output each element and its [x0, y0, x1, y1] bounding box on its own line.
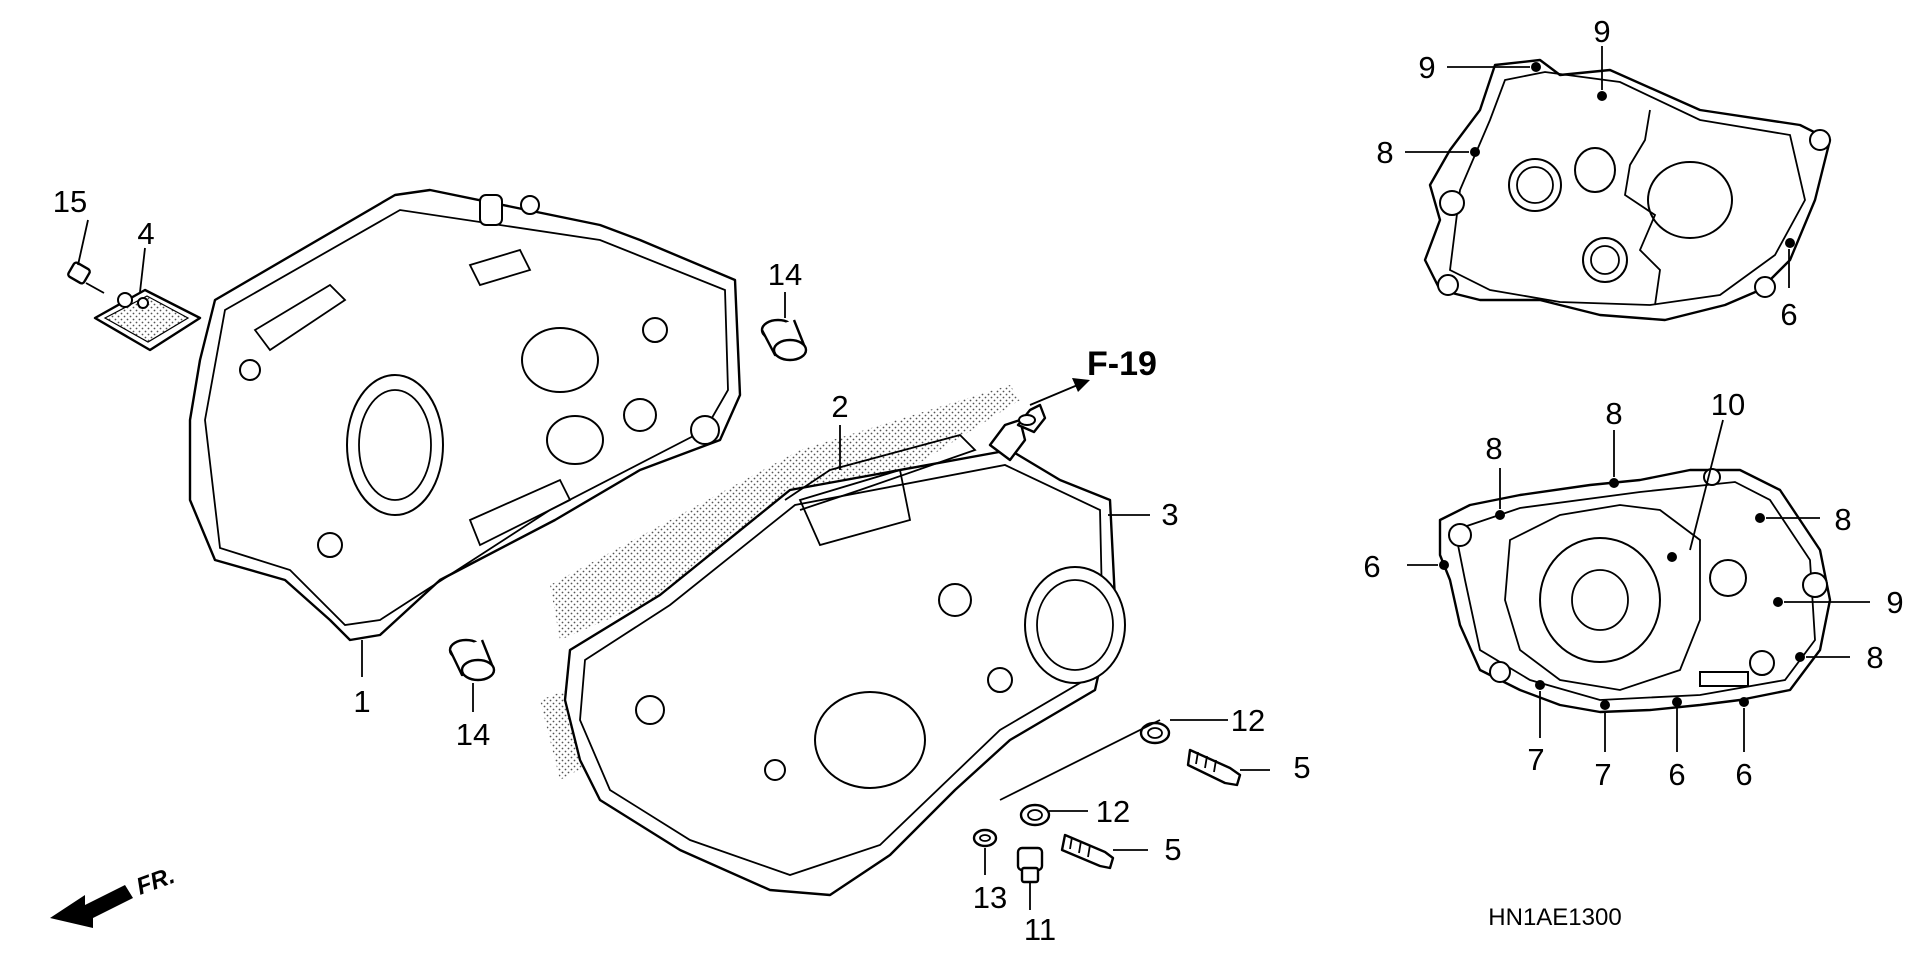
callout-8-c: 8: [1485, 431, 1502, 466]
neutral-switch-upper: [1186, 748, 1242, 787]
front-direction-arrow: [50, 885, 133, 928]
callout-8-a: 8: [1376, 135, 1393, 170]
callout-9-a: 9: [1418, 50, 1435, 85]
reference-arrow: [1029, 378, 1090, 406]
callout-8-e: 8: [1866, 640, 1883, 675]
diagram-code: HN1AE1300: [1488, 904, 1621, 931]
callout-8-b: 8: [1605, 396, 1622, 431]
left-crankcase-half: [188, 188, 742, 642]
leader-lines: [77, 46, 1870, 910]
drain-bolt: [1016, 846, 1044, 884]
reference-label: F-19: [1087, 345, 1157, 383]
callout-9-b: 9: [1593, 14, 1610, 49]
callout-14-lower: 14: [456, 717, 490, 752]
callout-4: 4: [137, 216, 154, 251]
neutral-switch-lower: [1060, 833, 1115, 870]
callout-15: 15: [53, 184, 87, 219]
oil-seal-lower: [1019, 803, 1051, 827]
callout-2: 2: [831, 389, 848, 424]
callout-13: 13: [973, 880, 1007, 915]
flange-bolt: [67, 261, 105, 294]
callout-6-d: 6: [1735, 757, 1752, 792]
callout-7-a: 7: [1527, 742, 1544, 777]
callout-9-c: 9: [1886, 585, 1903, 620]
sealing-washer: [972, 828, 998, 848]
callout-14-upper: 14: [768, 257, 802, 292]
oil-seal-upper: [1139, 721, 1171, 745]
callout-6-c: 6: [1668, 757, 1685, 792]
callout-7-b: 7: [1594, 757, 1611, 792]
callout-11: 11: [1024, 912, 1056, 947]
crankcase-gasket: [784, 433, 977, 511]
callout-6-b: 6: [1363, 549, 1380, 584]
dowel-pin-upper: [760, 318, 808, 362]
callout-12-upper: 12: [1231, 703, 1265, 738]
front-direction-label: FR.: [133, 862, 179, 901]
left-crankcase-inset-view: [1438, 468, 1832, 714]
callout-10: 10: [1711, 387, 1745, 422]
dowel-pin-lower: [448, 638, 496, 682]
callout-5-upper: 5: [1293, 750, 1310, 785]
right-crankcase-half: [540, 385, 1126, 897]
oil-strainer-screen: [93, 288, 202, 352]
callout-8-d: 8: [1834, 502, 1851, 537]
right-crankcase-inset-view: [1423, 58, 1832, 322]
callout-1: 1: [353, 684, 370, 719]
callout-12-lower: 12: [1096, 794, 1130, 829]
callout-3: 3: [1161, 497, 1178, 532]
callout-5-lower: 5: [1164, 832, 1181, 867]
callout-6-a: 6: [1780, 297, 1797, 332]
